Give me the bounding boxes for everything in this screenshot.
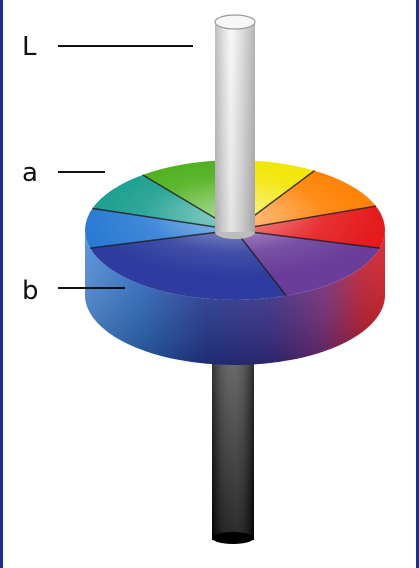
- hue-sector-divider: [234, 229, 287, 297]
- lightness-rod-bottom-cap: [212, 532, 254, 544]
- label-b: b: [22, 276, 39, 306]
- label-l: L: [22, 32, 37, 62]
- hue-sector-divider: [234, 205, 377, 231]
- hue-sector-divider: [90, 229, 236, 249]
- hue-sector-divider: [234, 229, 380, 249]
- frame-left-edge: [0, 0, 3, 568]
- hue-sector-divider: [92, 207, 236, 231]
- label-a: a: [22, 158, 38, 188]
- frame-right-edge: [416, 0, 419, 568]
- lightness-rod-top-cap: [214, 14, 256, 30]
